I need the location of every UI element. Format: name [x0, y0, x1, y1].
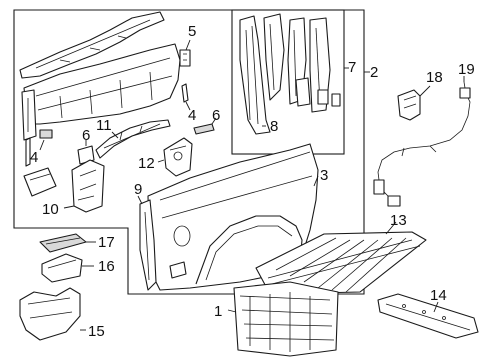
callout-2: 2 — [370, 64, 378, 81]
group-frame-2 — [13, 9, 365, 295]
front-panel-assembly — [19, 11, 181, 167]
part-12-bracket — [157, 137, 193, 177]
part-8-rear-pillar — [239, 13, 341, 135]
left-small-panel — [23, 167, 57, 197]
callout-8: 8 — [270, 118, 278, 135]
callout-13: 13 — [390, 212, 407, 229]
part-18-bracket — [397, 85, 431, 121]
callout-19: 19 — [458, 61, 475, 78]
part-4-fastener-lower — [39, 129, 53, 151]
callout-14: 14 — [430, 287, 447, 304]
part-4-fastener-upper — [181, 83, 191, 111]
callout-9: 9 — [134, 181, 142, 198]
callout-16: 16 — [98, 258, 115, 275]
callout-5: 5 — [188, 23, 196, 40]
callout-6-right: 6 — [212, 107, 220, 124]
callout-18: 18 — [426, 69, 443, 86]
part-11-wheelhouse-liner — [95, 119, 171, 159]
part-19-wire-harness — [373, 76, 471, 207]
part-14-rail — [377, 293, 479, 339]
part-15-step-bracket — [19, 287, 86, 341]
part-17-pad — [39, 233, 96, 253]
part-1-tailgate — [227, 281, 339, 357]
part-10-corner-bracket — [63, 159, 105, 213]
part-5-clip — [179, 39, 191, 67]
callout-11: 11 — [96, 117, 112, 134]
callout-6-left: 6 — [82, 127, 90, 144]
callout-12: 12 — [138, 155, 155, 172]
callout-1: 1 — [214, 303, 222, 320]
part-6-pad — [193, 117, 217, 135]
callout-3: 3 — [320, 167, 328, 184]
part-9-pillar — [137, 195, 157, 291]
callout-15: 15 — [88, 323, 105, 340]
callout-4-upper: 4 — [188, 107, 196, 124]
callout-17: 17 — [98, 234, 115, 251]
callout-7: 7 — [348, 59, 356, 76]
callout-4-lower: 4 — [30, 149, 38, 166]
part-16-step — [41, 253, 94, 283]
callout-10: 10 — [42, 201, 59, 218]
